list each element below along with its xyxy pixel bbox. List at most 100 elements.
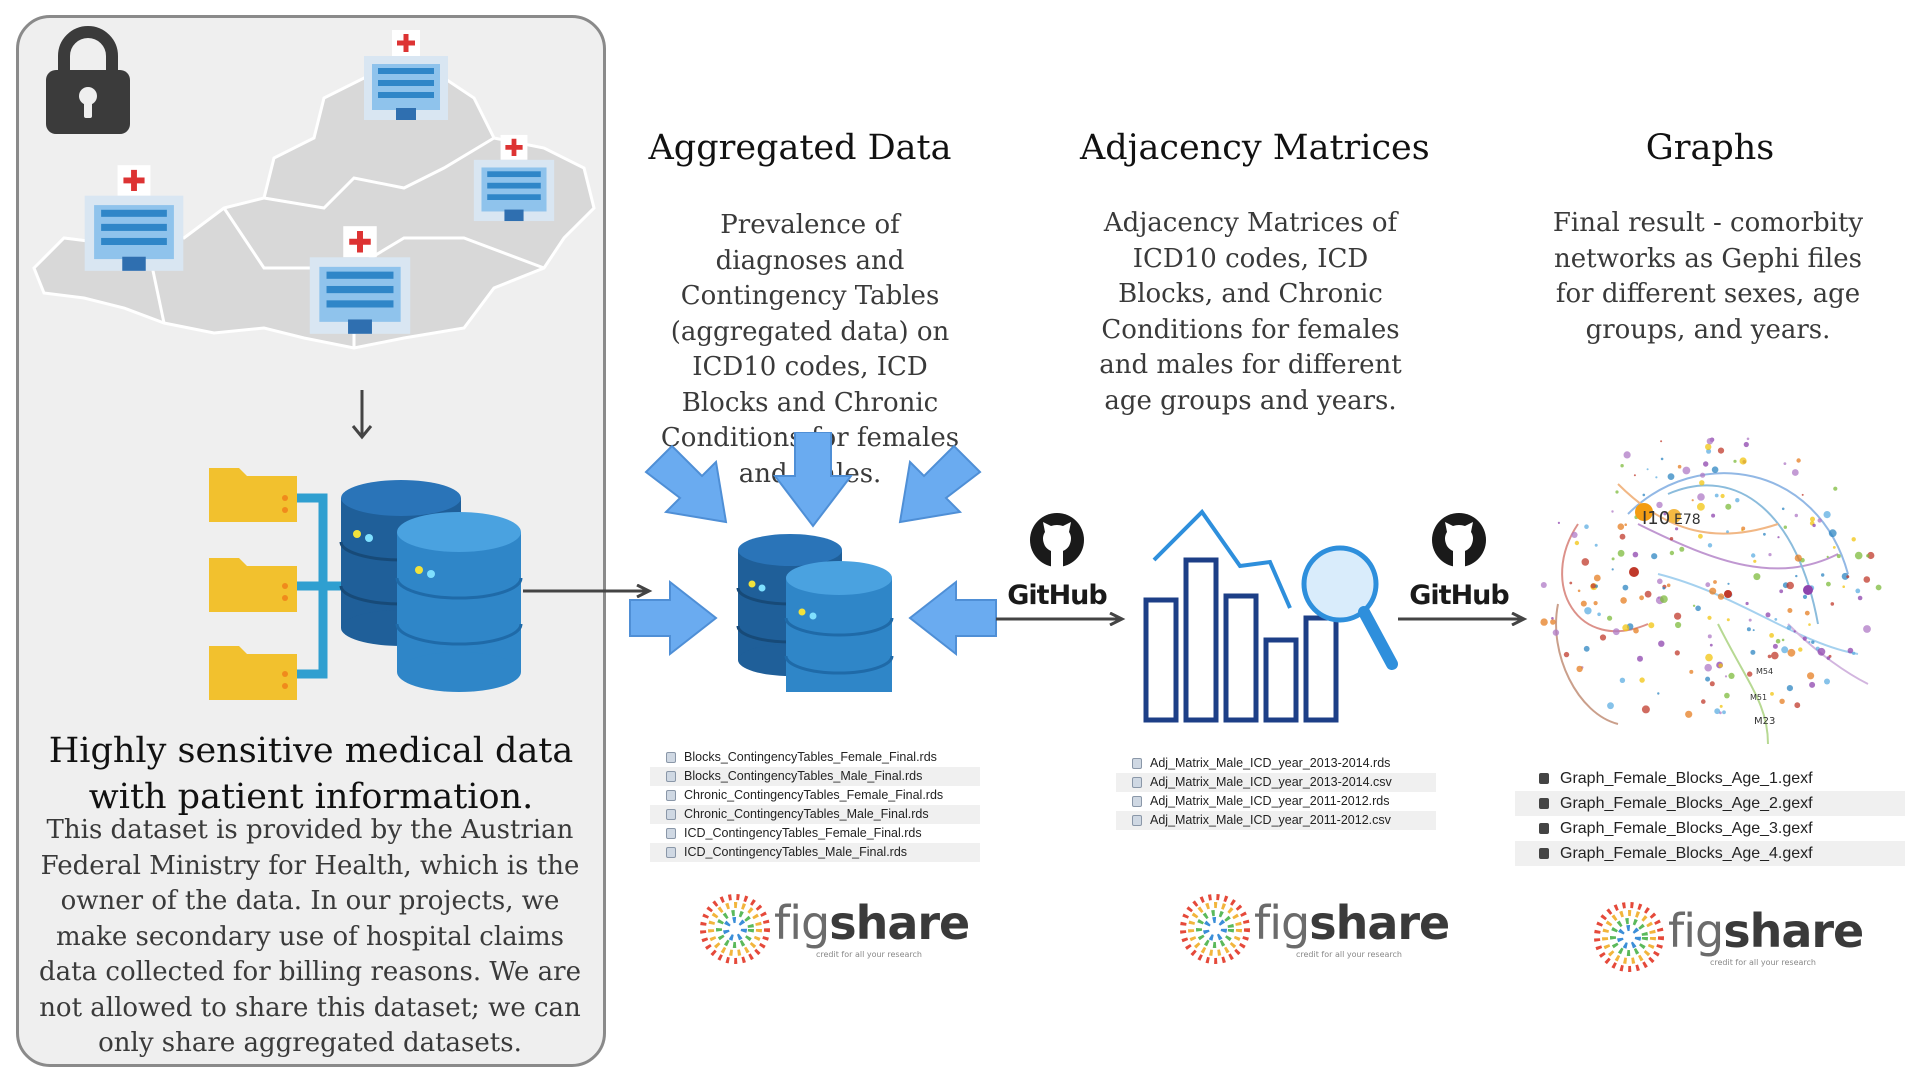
file-icon [1132,758,1142,769]
file-row[interactable]: Graph_Female_Blocks_Age_1.gexf [1515,766,1905,791]
network-node [1660,595,1668,603]
file-row[interactable]: Chronic_ContingencyTables_Female_Final.r… [650,786,980,805]
network-node [1772,643,1778,649]
network-node [1584,524,1589,529]
network-node [1801,493,1804,496]
file-row[interactable]: Adj_Matrix_Male_ICD_year_2013-2014.rds [1116,754,1436,773]
flow-arrow [1398,612,1528,626]
network-node [1719,704,1723,708]
file-name: Chronic_ContingencyTables_Female_Final.r… [684,788,944,802]
file-row[interactable]: Adj_Matrix_Male_ICD_year_2011-2012.rds [1116,792,1436,811]
network-node [1727,582,1730,585]
file-row[interactable]: Graph_Female_Blocks_Age_3.gexf [1515,816,1905,841]
network-node [1745,601,1749,606]
network-node [1615,490,1619,494]
network-node [1810,516,1815,522]
down-arrow [351,390,373,440]
network-node [1794,513,1798,518]
network-hub-node [1803,585,1813,595]
network-node [1854,551,1863,560]
network-node [1581,558,1590,566]
file-row[interactable]: Graph_Female_Blocks_Age_2.gexf [1515,791,1905,816]
file-row[interactable]: ICD_ContingencyTables_Male_Final.rds [650,843,980,862]
network-node [1619,677,1626,683]
network-node [1646,468,1649,471]
network-node [1705,582,1711,588]
network-node [1698,533,1703,539]
figshare-logo[interactable]: figshare credit for all your research [1178,892,1450,972]
figshare-logo[interactable]: figshare credit for all your research [1592,900,1864,980]
network-node [1669,537,1674,541]
network-node [1771,651,1779,660]
network-node [1808,623,1811,626]
network-node [1798,647,1803,652]
file-row[interactable]: Blocks_ContingencyTables_Female_Final.rd… [650,748,980,767]
flow-arrow [523,584,653,598]
file-row[interactable]: ICD_ContingencyTables_Female_Final.rds [650,824,980,843]
file-row[interactable]: Graph_Female_Blocks_Age_4.gexf [1515,841,1905,866]
file-name: Adj_Matrix_Male_ICD_year_2011-2012.rds [1150,794,1390,808]
network-node [1725,503,1732,510]
network-node [1657,692,1660,695]
network-node [1781,646,1789,654]
network-node [1817,518,1822,523]
network-node [1701,699,1706,704]
network-node [1612,628,1620,636]
file-icon [666,771,676,782]
network-node [1623,451,1631,459]
network-node [1791,469,1799,476]
hospital-icon [84,165,184,271]
file-name: Adj_Matrix_Male_ICD_year_2013-2014.rds [1150,756,1391,770]
network-node [1644,590,1652,598]
file-row[interactable]: Chronic_ContingencyTables_Male_Final.rds [650,805,980,824]
network-node [1551,617,1554,620]
network-node [1557,521,1560,524]
figshare-wordmark: figshare [1254,896,1450,950]
network-node [1711,466,1719,473]
network-node [1594,543,1598,547]
network-node [1667,473,1675,480]
figshare-tagline: credit for all your research [816,950,922,959]
chart-magnifier-icon [1143,508,1398,723]
figshare-swirl-icon [700,894,770,964]
network-node [1704,663,1712,672]
network-node [1769,633,1774,638]
network-node-label: M51 [1750,693,1767,702]
network-node [1779,698,1785,704]
file-row[interactable]: Blocks_ContingencyTables_Male_Final.rds [650,767,980,786]
figshare-wordmark: figshare [774,896,970,950]
network-node [1607,702,1614,710]
github-logo[interactable]: GitHub [1002,512,1112,624]
network-node [1752,629,1755,632]
network-node [1808,640,1811,644]
network-node [1679,546,1685,552]
network-node [1833,486,1838,491]
network-node [1669,550,1675,556]
file-icon [1539,798,1549,809]
network-node [1590,583,1596,589]
network-node [1751,553,1756,558]
file-icon [666,752,676,763]
network-node [1691,499,1694,502]
network-node [1794,554,1802,562]
network-node [1662,586,1666,590]
sensitive-data-title: Highly sensitive medical data with patie… [48,731,574,817]
hospital-icon [364,30,448,120]
network-node [1611,510,1614,513]
network-node [1795,574,1798,578]
network-node [1728,672,1735,679]
github-logo[interactable]: GitHub [1404,512,1514,624]
figshare-logo[interactable]: figshare credit for all your research [698,892,970,972]
network-node [1793,630,1796,633]
file-row[interactable]: Adj_Matrix_Male_ICD_year_2011-2012.csv [1116,811,1436,830]
network-node [1722,710,1726,715]
github-octocat-icon [1030,513,1084,568]
network-node [1675,621,1682,629]
network-node [1863,625,1871,633]
network-node [1817,647,1826,656]
file-row[interactable]: Adj_Matrix_Male_ICD_year_2013-2014.csv [1116,773,1436,792]
network-node [1812,523,1816,528]
file-name: Graph_Female_Blocks_Age_3.gexf [1560,820,1813,837]
network-node [1796,458,1801,463]
network-node [1802,594,1808,599]
